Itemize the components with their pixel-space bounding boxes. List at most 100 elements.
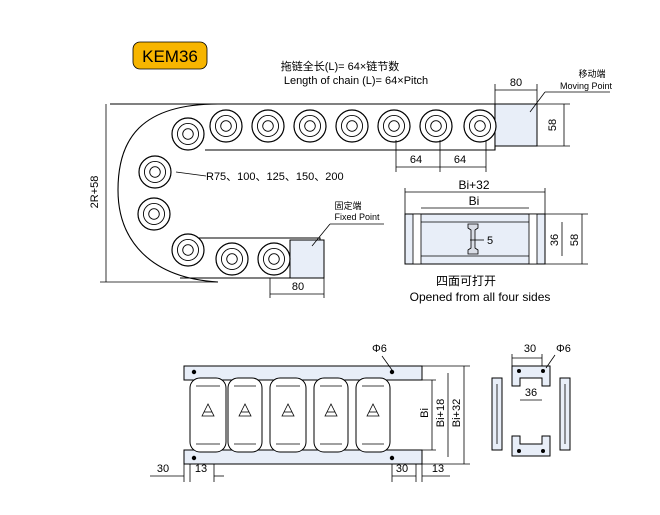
chain-link: [257, 242, 291, 276]
model-badge: KEM36: [132, 41, 208, 70]
cross-section-view: [404, 213, 546, 265]
link-pin: [430, 120, 442, 132]
mount-hole: [191, 455, 197, 461]
dim-80-bottom: 80: [292, 281, 304, 293]
link-ring-inner: [382, 114, 406, 138]
plan-link-arrow-icon: [201, 403, 215, 417]
dim-58-right: 58: [547, 119, 559, 131]
link-pin: [182, 128, 194, 140]
link-ring-inner: [468, 114, 492, 138]
dim-30-right: 30: [396, 463, 408, 475]
chain-link: [171, 117, 205, 151]
fixed-end-bracket: [289, 239, 325, 279]
chain-link: [463, 109, 497, 143]
mount-hole: [541, 369, 545, 373]
link-ring-inner: [424, 114, 448, 138]
leader-line: [529, 91, 546, 113]
chain-link: [215, 242, 249, 276]
link-pin: [474, 120, 486, 132]
dim-bi32-section: Bi+32: [458, 178, 489, 192]
moving-point-en: Moving Point: [560, 81, 613, 91]
dim-5: 5: [487, 235, 493, 247]
dim-2r58: 2R+58: [89, 176, 101, 209]
upper-links: [171, 109, 497, 151]
plan-link: [313, 377, 349, 453]
moving-end-bracket: [494, 103, 538, 147]
end-bracket-top: [511, 365, 551, 387]
caption-cn: 四面可打开: [436, 274, 496, 288]
link-pin: [346, 120, 358, 132]
dim-13-left: 13: [195, 463, 207, 475]
chain-link: [171, 233, 205, 267]
link-ring-inner: [142, 202, 166, 226]
mount-hole: [517, 449, 521, 453]
link-ring-inner: [298, 114, 322, 138]
mount-hole: [389, 369, 395, 375]
mount-hole: [191, 369, 197, 375]
link-ring-inner: [220, 247, 244, 271]
moving-point-cn: 移动端: [578, 68, 605, 79]
link-ring-inner: [176, 238, 200, 262]
chain-link: [209, 109, 243, 143]
dim-bi-plan: Bi: [419, 408, 431, 418]
dim-64-a: 64: [410, 154, 422, 166]
dim-36-end: 36: [525, 387, 537, 399]
plan-links: [189, 369, 395, 461]
chain-link: [335, 109, 369, 143]
dim-13-right: 13: [432, 463, 444, 475]
link-pin: [226, 253, 238, 265]
link-pin: [268, 253, 280, 265]
plan-link-arrow-icon: [281, 403, 295, 417]
link-ring-inner: [256, 114, 280, 138]
chain-link: [137, 197, 171, 231]
side-plate-left: [412, 213, 422, 265]
dim-80-top: 80: [510, 77, 522, 89]
mount-hole: [389, 455, 395, 461]
plan-bottom-rail: [183, 449, 423, 465]
dim-bi-section: Bi: [469, 194, 480, 208]
plan-link: [227, 377, 263, 453]
plan-link: [355, 377, 391, 453]
plan-link-arrow-icon: [238, 403, 252, 417]
end-view: [491, 365, 571, 457]
plan-link: [269, 377, 307, 453]
link-pin: [220, 120, 232, 132]
chain-link: [293, 109, 327, 143]
dim-phi6-end: Φ6: [556, 343, 571, 355]
link-pin: [388, 120, 400, 132]
chain-link: [377, 109, 411, 143]
link-ring-inner: [262, 247, 286, 271]
model-label: KEM36: [142, 47, 198, 66]
caption-en: Opened from all four sides: [410, 290, 551, 304]
link-pin: [182, 244, 194, 256]
chain-link: [251, 109, 285, 143]
end-bracket-bottom: [511, 435, 551, 457]
phi6-leader: [381, 355, 393, 371]
side-plate-right: [528, 213, 538, 265]
chain-link: [419, 109, 453, 143]
link-ring-inner: [214, 114, 238, 138]
dim-bi32-plan: Bi+32: [451, 399, 463, 427]
link-pin: [149, 166, 161, 178]
plan-link-arrow-icon: [366, 403, 380, 417]
link-ring-inner: [176, 122, 200, 146]
bend-links: [137, 155, 205, 267]
dim-36-section: 36: [549, 234, 561, 246]
link-pin: [148, 208, 160, 220]
dim-58-section: 58: [569, 234, 581, 246]
plan-link-arrow-icon: [324, 403, 338, 417]
bend-envelope: [117, 103, 219, 283]
chain-link: [138, 155, 172, 189]
fixed-point-cn: 固定端: [334, 200, 361, 211]
mount-hole: [517, 369, 521, 373]
dim-64-b: 64: [454, 154, 466, 166]
separator: [467, 223, 479, 255]
phi6-leader: [545, 354, 556, 369]
link-ring-inner: [143, 160, 167, 184]
dim-30-end: 30: [524, 343, 536, 355]
link-ring-inner: [340, 114, 364, 138]
plan-top-rail: [183, 365, 423, 381]
dim-30-left: 30: [157, 463, 169, 475]
